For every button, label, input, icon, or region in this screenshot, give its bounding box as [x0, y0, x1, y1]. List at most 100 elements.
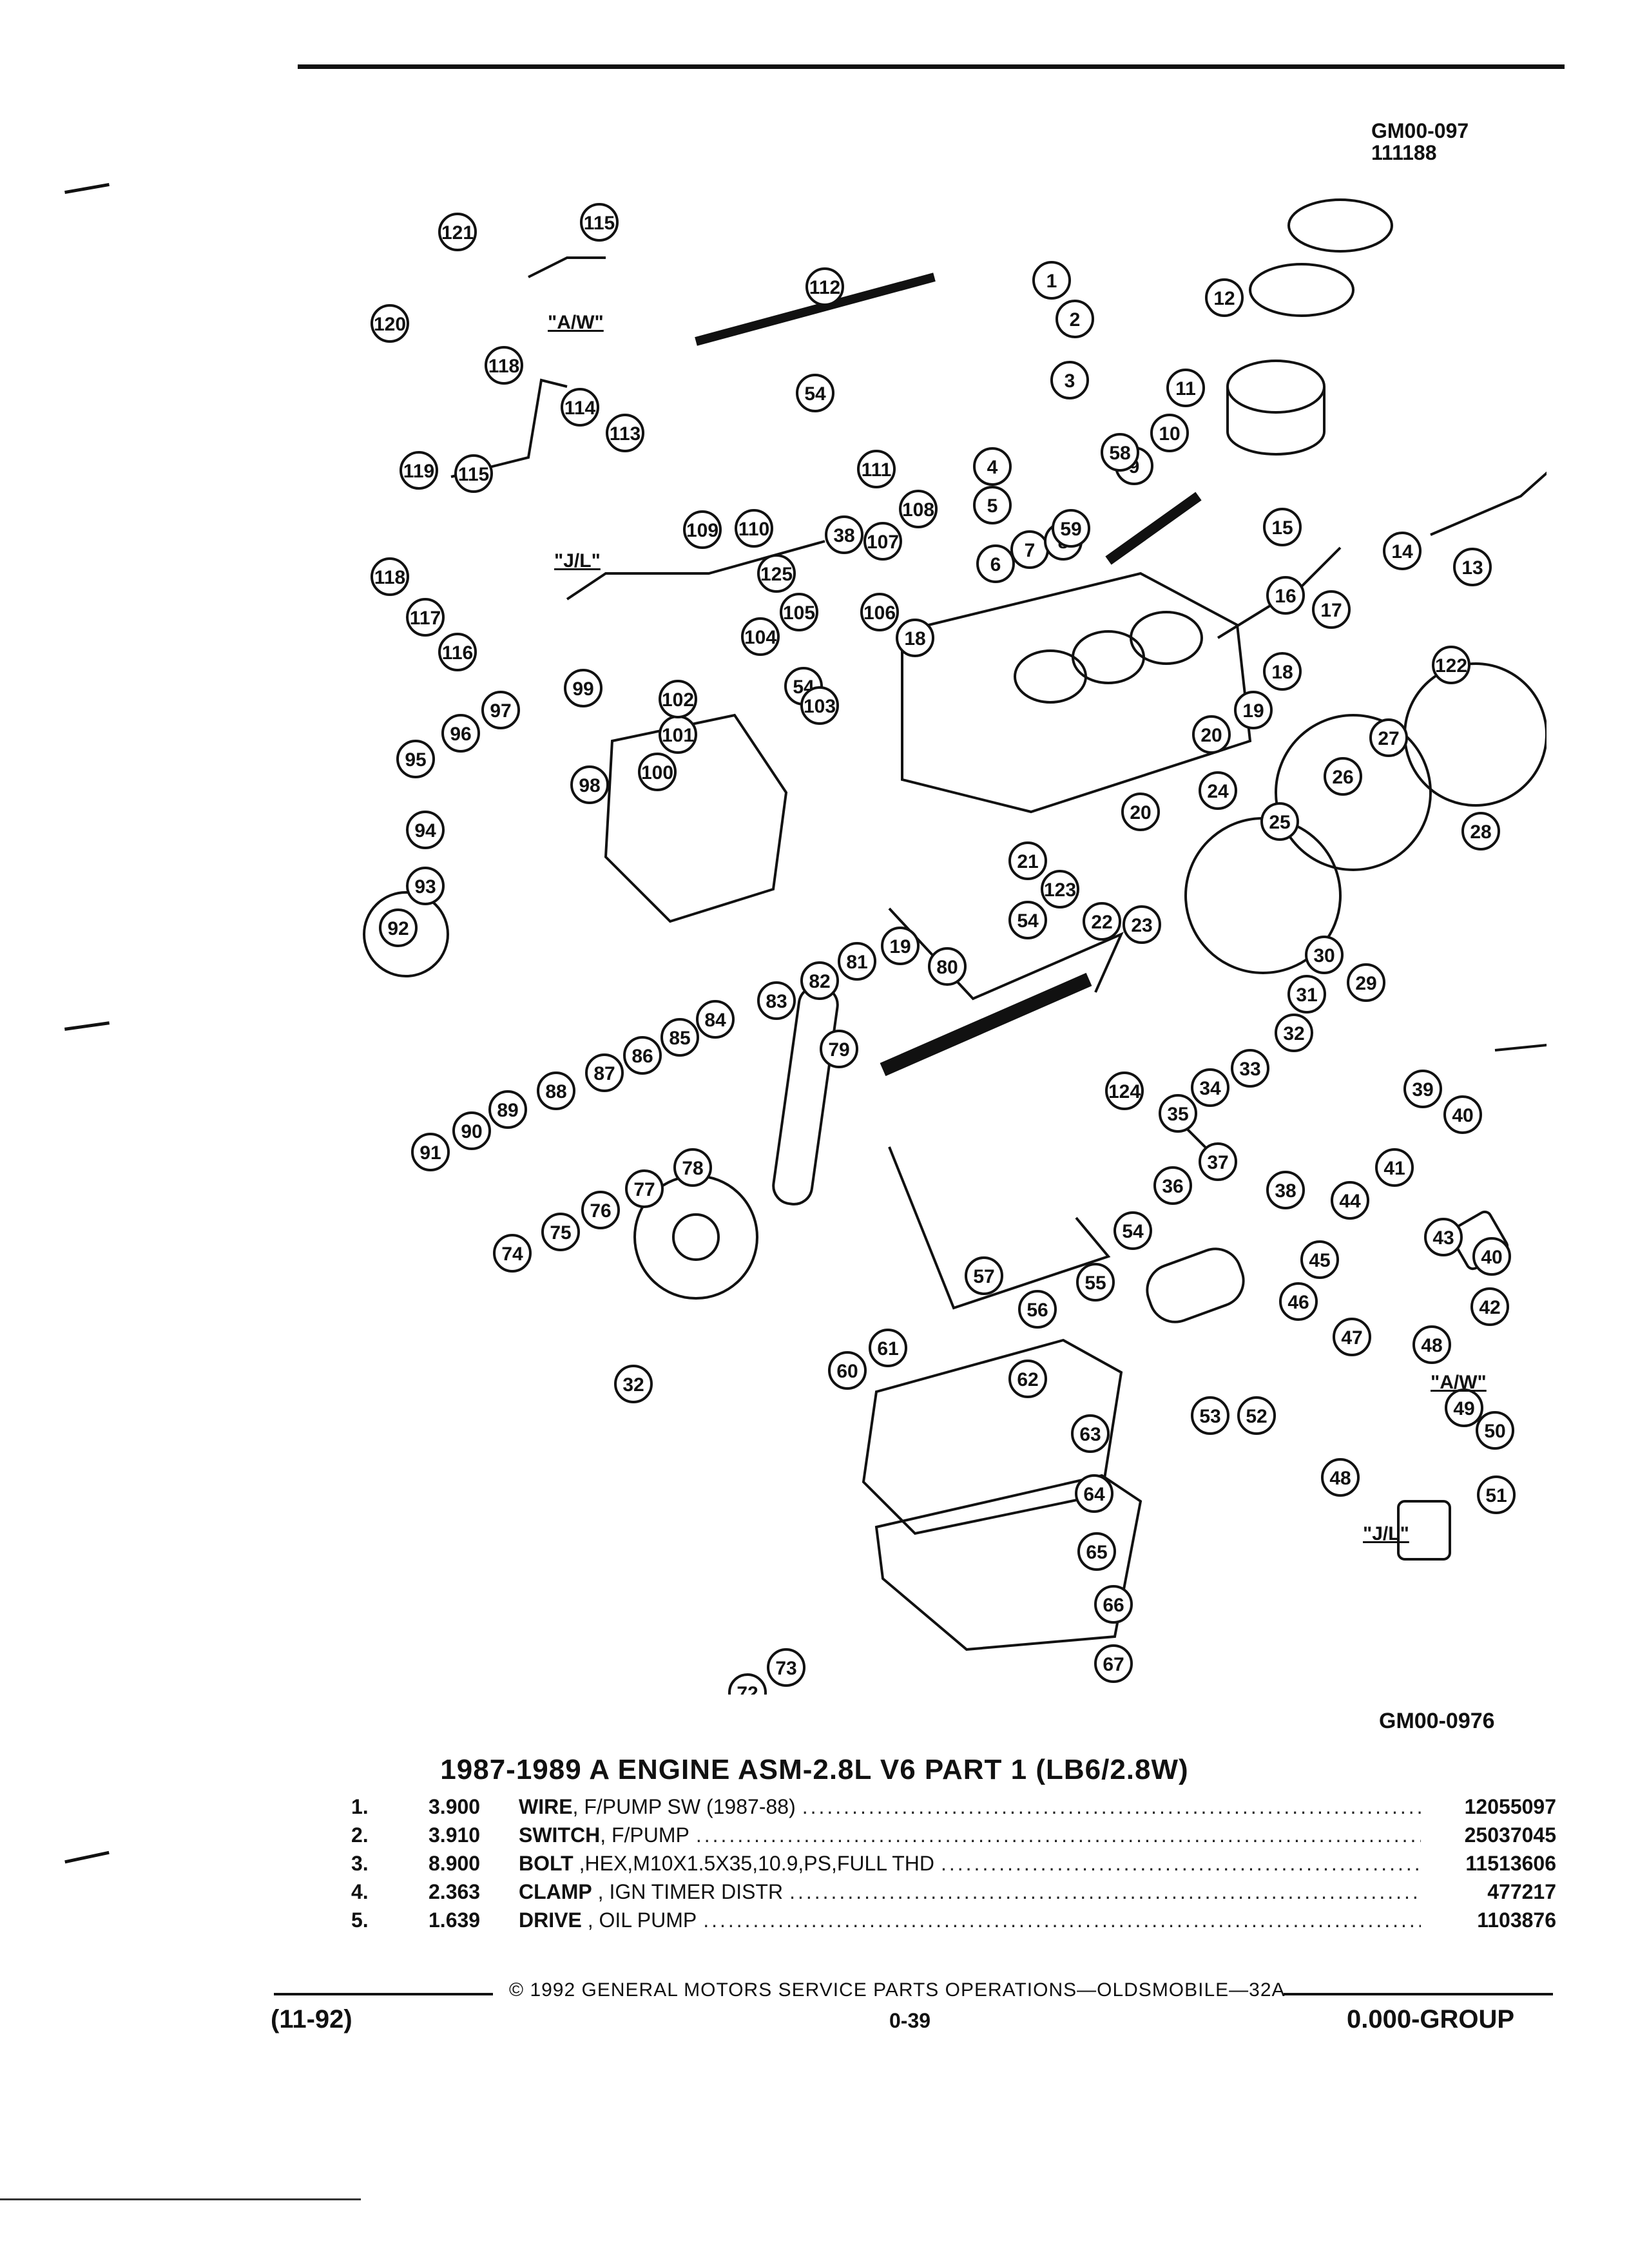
- callout-number: 20: [1200, 725, 1222, 746]
- parts-list: 1. 3.900 WIRE, F/PUMP SW (1987-88) .....…: [351, 1795, 1556, 1937]
- callout-number: 17: [1320, 600, 1342, 621]
- callout-bubble: 1: [1032, 261, 1071, 300]
- callout-number: 56: [1027, 1300, 1048, 1321]
- callout-bubble: 64: [1075, 1474, 1113, 1513]
- callout-number: 62: [1017, 1369, 1038, 1390]
- callout-number: 78: [682, 1158, 703, 1179]
- part-item-number: 4.: [351, 1880, 369, 1903]
- part-name: WIRE: [519, 1795, 573, 1818]
- callout-bubble: 48: [1412, 1325, 1451, 1364]
- callout-number: 22: [1091, 912, 1112, 933]
- callout-number: 38: [833, 525, 854, 546]
- callout-number: 108: [902, 499, 934, 521]
- callout-bubble: 116: [438, 633, 477, 671]
- callout-bubble: 45: [1300, 1240, 1339, 1279]
- callout-bubble: 60: [828, 1351, 867, 1390]
- callout-bubble: 39: [1403, 1070, 1442, 1108]
- callout-bubble: 46: [1279, 1282, 1318, 1321]
- callout-number: 66: [1103, 1595, 1124, 1616]
- variant-label-aw-filter: "A/W": [1431, 1372, 1487, 1393]
- callout-bubble: 16: [1266, 576, 1305, 615]
- footer-rule-left: [274, 1993, 493, 1995]
- callout-number: 107: [867, 532, 899, 553]
- callout-number: 85: [669, 1028, 690, 1049]
- callout-bubble: 38: [1266, 1171, 1305, 1209]
- figure-code-bottom: GM00-0976: [1379, 1709, 1495, 1733]
- callout-bubble: 122: [1432, 646, 1470, 684]
- callout-number: 41: [1383, 1158, 1405, 1179]
- callout-number: 43: [1432, 1227, 1454, 1249]
- callout-bubble: 15: [1263, 508, 1302, 546]
- callout-bubble: 55: [1076, 1263, 1115, 1302]
- callout-number: 6: [990, 554, 1001, 575]
- leader-dots: ........................................…: [940, 1852, 1421, 1875]
- callout-number: 2: [1070, 309, 1081, 331]
- callout-bubble: 99: [564, 669, 602, 707]
- callout-number: 110: [738, 519, 769, 540]
- callout-bubble: 82: [800, 961, 839, 1000]
- callout-number: 115: [458, 464, 489, 485]
- callout-bubble: 89: [488, 1090, 527, 1129]
- oil-filter: [1397, 1500, 1451, 1561]
- callout-bubble: 13: [1453, 548, 1492, 586]
- variant-label-jl: "J/L": [554, 550, 601, 572]
- callout-bubble: 48: [1321, 1458, 1360, 1497]
- callout-bubble: 88: [537, 1072, 575, 1110]
- callout-number: 7: [1025, 540, 1036, 561]
- leader-dots: ........................................…: [802, 1795, 1421, 1818]
- callout-number: 81: [846, 952, 867, 973]
- callout-number: 26: [1332, 767, 1353, 788]
- callout-number: 21: [1017, 851, 1038, 872]
- dipstick-tube: [1430, 471, 1547, 536]
- part-name: BOLT: [519, 1852, 574, 1875]
- callout-number: 48: [1329, 1468, 1351, 1489]
- callout-bubble: 11: [1166, 369, 1205, 407]
- callout-number: 109: [686, 520, 718, 541]
- callout-number: 90: [461, 1121, 482, 1142]
- callout-bubble: 115: [454, 454, 493, 493]
- callout-number: 117: [410, 608, 441, 629]
- callout-number: 30: [1313, 945, 1335, 966]
- callout-number: 92: [387, 918, 409, 939]
- callout-number: 77: [633, 1179, 655, 1200]
- callout-bubble: 125: [757, 554, 796, 593]
- callout-bubble: 12: [1205, 278, 1244, 317]
- callout-bubble: 118: [371, 557, 409, 596]
- part-detail: , IGN TIMER DISTR: [592, 1880, 784, 1903]
- exploded-engine-diagram: 1 2 3 4 5 6 7 8 9 10 11 12 13 14 15 16 1…: [363, 198, 1547, 1695]
- clutch-disc: [1275, 714, 1432, 871]
- leader-dots: ........................................…: [695, 1823, 1421, 1847]
- callout-bubble: 80: [928, 947, 967, 986]
- part-description: SWITCH, F/PUMP: [519, 1823, 689, 1847]
- callout-bubble: 30: [1305, 936, 1344, 974]
- callout-bubble: 72: [728, 1673, 767, 1695]
- callout-number: 27: [1378, 728, 1399, 749]
- callout-bubble: 91: [411, 1133, 450, 1171]
- callout-number: 53: [1199, 1406, 1220, 1427]
- callout-bubble: 38: [825, 515, 863, 554]
- callout-bubble: 49: [1445, 1389, 1483, 1427]
- part-detail: , F/PUMP: [600, 1823, 689, 1847]
- figure-code: GM00-097: [1371, 119, 1469, 142]
- callout-bubble: 66: [1094, 1585, 1133, 1624]
- callout-number: 75: [550, 1222, 571, 1244]
- callout-bubble: 101: [659, 715, 697, 754]
- callout-number: 124: [1108, 1081, 1141, 1102]
- bottom-rule: [0, 2198, 361, 2200]
- callout-bubble: 18: [1263, 652, 1302, 691]
- callout-bubble: 124: [1105, 1072, 1144, 1110]
- callout-number: 48: [1421, 1335, 1442, 1356]
- callout-number: 61: [877, 1338, 898, 1360]
- callout-number: 39: [1412, 1079, 1433, 1100]
- part-quantity: 3.910: [429, 1823, 481, 1847]
- leader-dots: ........................................…: [789, 1880, 1421, 1903]
- callout-number: 118: [488, 356, 519, 377]
- callout-bubble: 76: [581, 1191, 620, 1229]
- callout-bubble: 81: [838, 942, 876, 981]
- part-item-number: 2.: [351, 1823, 369, 1847]
- callout-number: 89: [497, 1100, 518, 1121]
- callout-bubble: 10: [1150, 414, 1189, 452]
- callout-number: 65: [1086, 1542, 1107, 1563]
- callout-bubble: 62: [1008, 1360, 1047, 1398]
- callout-bubble: 36: [1153, 1166, 1192, 1205]
